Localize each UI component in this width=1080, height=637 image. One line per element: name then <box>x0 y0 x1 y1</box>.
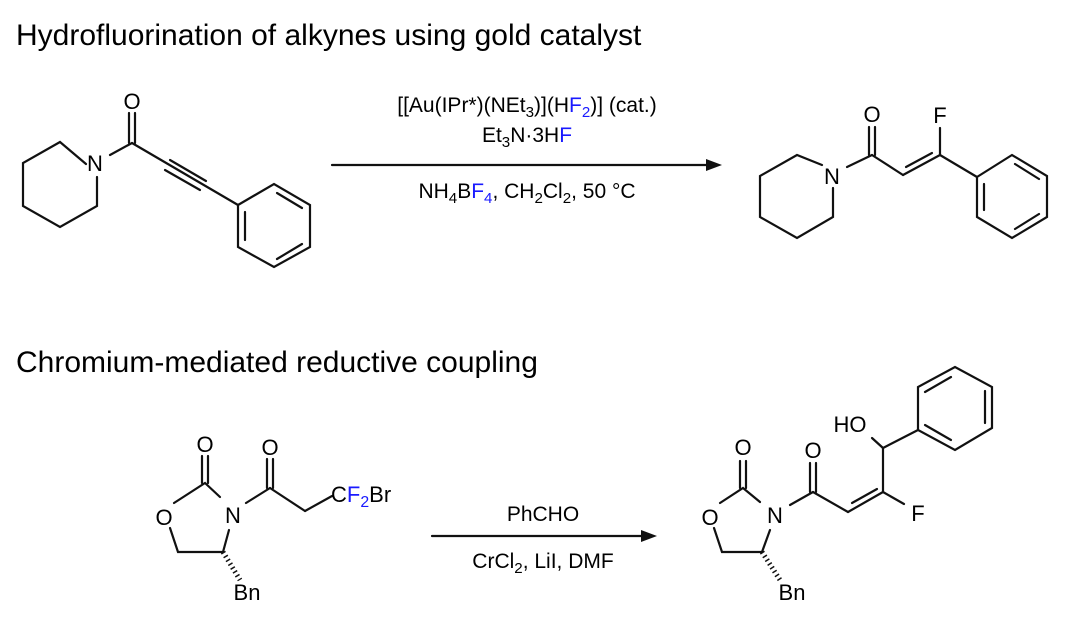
subscript: 2 <box>582 104 590 121</box>
fluoro-allylic-alcohol-structure: O O N O Bn HO F <box>701 365 994 605</box>
atom-label: N <box>87 151 103 176</box>
fluorine-label: F <box>933 103 946 128</box>
subscript: 2 <box>360 494 369 511</box>
atom-label: Bn <box>779 580 806 605</box>
text-segment: [[Au(IPr*)(NEt <box>397 94 526 117</box>
atom-label: O <box>734 435 751 460</box>
reaction1-arrow <box>330 159 722 171</box>
hydroxyl-label: HO <box>834 412 867 437</box>
text-segment: )] (cat.) <box>590 94 657 117</box>
text-segment: Br <box>369 482 391 507</box>
subscript: 2 <box>514 560 522 577</box>
fluoroalkene-amide-structure: O N F <box>758 102 1049 240</box>
atom-label: O <box>863 102 880 127</box>
text-segment: , LiI, DMF <box>523 550 614 573</box>
subscript: 3 <box>502 134 510 151</box>
cf2br-label: CF2Br <box>331 482 391 511</box>
atom-label: Bn <box>234 580 261 605</box>
subscript: 4 <box>449 190 457 207</box>
atom-label: N <box>225 503 241 528</box>
text-segment: PhCHO <box>507 503 579 526</box>
text-segment: )](H <box>534 94 569 117</box>
atom-label: N <box>824 164 840 189</box>
reaction1-title: Hydrofluorination of alkynes using gold … <box>16 19 642 52</box>
atom-label: O <box>123 89 140 114</box>
text-segment: CrCl <box>472 550 514 573</box>
text-segment: Et <box>482 124 502 147</box>
atom-label: O <box>804 438 821 463</box>
reaction2-arrow <box>430 530 657 542</box>
reaction2-conditions: CrCl2, LiI, DMF <box>472 550 613 577</box>
subscript: 2 <box>534 190 542 207</box>
alkynyl-amide-structure: O N <box>21 89 312 269</box>
atom-label: O <box>701 505 718 530</box>
atom-label: N <box>767 503 783 528</box>
text-segment: F <box>347 482 360 507</box>
text-segment: C <box>331 482 347 507</box>
text-segment: F <box>471 180 484 203</box>
text-segment: , 50 °C <box>571 180 635 203</box>
atom-label: O <box>196 432 213 457</box>
reaction1-reagent: Et3N·3HF <box>482 124 572 151</box>
atom-label: O <box>155 505 172 530</box>
fluorine-label: F <box>911 501 924 526</box>
text-segment: NH <box>418 180 448 203</box>
text-segment: F <box>559 124 572 147</box>
reaction2-title: Chromium-mediated reductive coupling <box>16 346 538 379</box>
subscript: 3 <box>526 104 534 121</box>
reaction2-reagent: PhCHO <box>507 503 579 526</box>
text-segment: B <box>457 180 471 203</box>
text-segment: N·3H <box>510 124 559 147</box>
reaction1-conditions: NH4BF4, CH2Cl2, 50 °C <box>418 180 635 207</box>
reaction1-catalyst: [[Au(IPr*)(NEt3)](HF2)] (cat.) <box>397 94 657 121</box>
text-segment: F <box>569 94 582 117</box>
text-segment: Cl <box>543 180 563 203</box>
atom-label: O <box>261 435 278 460</box>
text-segment: , CH <box>492 180 534 203</box>
bromodifluoroacetyl-oxazolidinone-structure: O O N O Bn CF2Br <box>155 432 391 605</box>
subscript: 2 <box>563 190 571 207</box>
subscript: 4 <box>484 190 492 207</box>
